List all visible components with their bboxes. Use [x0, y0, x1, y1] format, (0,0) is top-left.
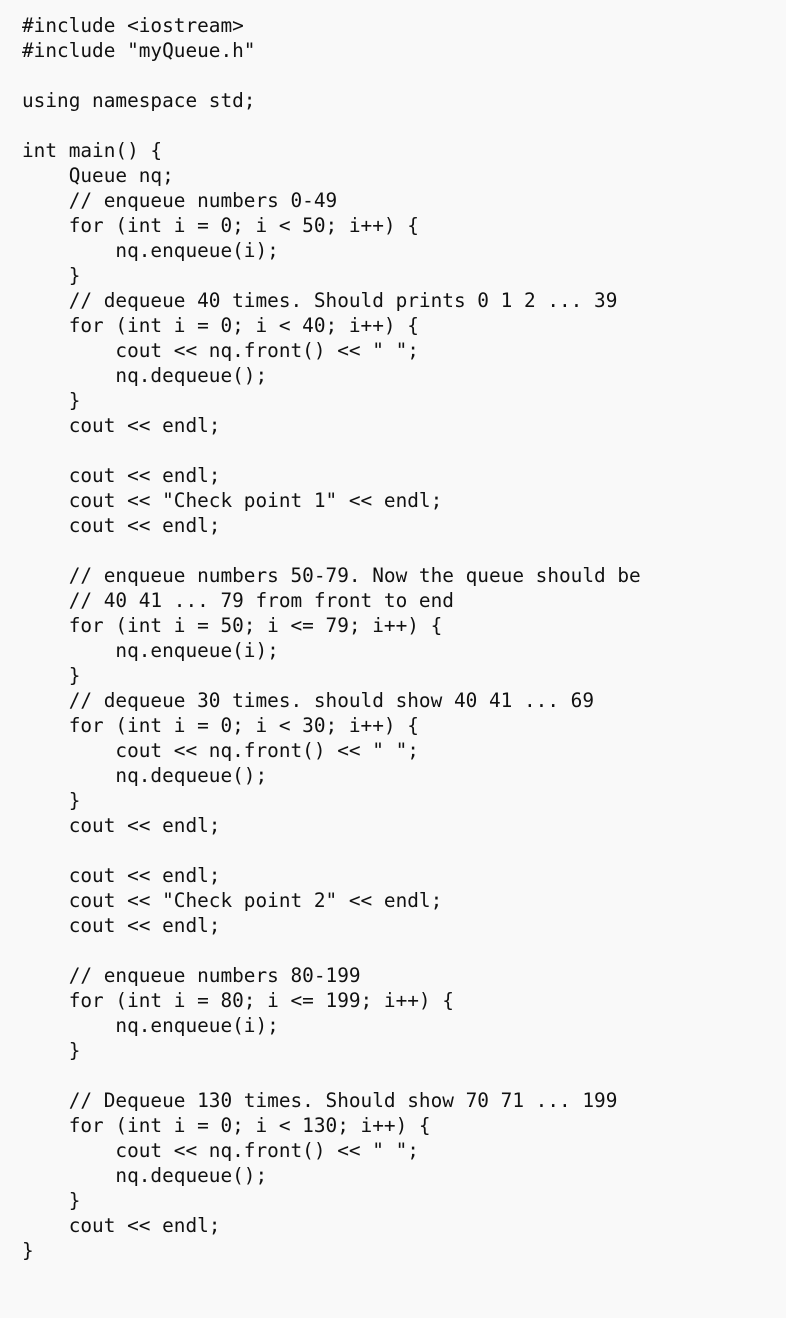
code-line: for (int i = 0; i < 40; i++) {	[22, 314, 419, 337]
code-line: cout << endl;	[22, 464, 221, 487]
code-line: for (int i = 0; i < 30; i++) {	[22, 714, 419, 737]
code-line: // enqueue numbers 50-79. Now the queue …	[22, 564, 641, 587]
code-line: using namespace std;	[22, 89, 256, 112]
code-line: // dequeue 30 times. should show 40 41 .…	[22, 689, 595, 712]
code-line: }	[22, 789, 81, 812]
code-line	[22, 63, 786, 88]
code-line: nq.enqueue(i);	[22, 239, 279, 262]
code-line: for (int i = 0; i < 50; i++) {	[22, 214, 419, 237]
code-line: cout << endl;	[22, 864, 221, 887]
code-line: cout << endl;	[22, 414, 221, 437]
code-line: }	[22, 1039, 81, 1062]
code-line: }	[22, 389, 81, 412]
code-line	[22, 538, 786, 563]
code-line: cout << endl;	[22, 814, 221, 837]
code-line	[22, 838, 786, 863]
code-line	[22, 438, 786, 463]
code-line: Queue nq;	[22, 164, 174, 187]
code-line: nq.dequeue();	[22, 764, 268, 787]
code-line: nq.enqueue(i);	[22, 1014, 279, 1037]
code-block: #include <iostream>#include "myQueue.h" u…	[22, 13, 786, 1263]
code-line: #include <iostream>	[22, 14, 244, 37]
code-line: }	[22, 1189, 81, 1212]
code-line: for (int i = 50; i <= 79; i++) {	[22, 614, 443, 637]
code-line: cout << nq.front() << " ";	[22, 339, 419, 362]
code-line: // enqueue numbers 0-49	[22, 189, 338, 212]
code-line: cout << nq.front() << " ";	[22, 739, 419, 762]
code-line: // dequeue 40 times. Should prints 0 1 2…	[22, 289, 618, 312]
code-line	[22, 113, 786, 138]
code-line: nq.dequeue();	[22, 364, 268, 387]
code-line: cout << "Check point 2" << endl;	[22, 889, 443, 912]
code-line: cout << nq.front() << " ";	[22, 1139, 419, 1162]
code-line: cout << endl;	[22, 514, 221, 537]
code-line	[22, 938, 786, 963]
code-line: // enqueue numbers 80-199	[22, 964, 361, 987]
code-line: cout << "Check point 1" << endl;	[22, 489, 443, 512]
code-line: nq.enqueue(i);	[22, 639, 279, 662]
code-line: }	[22, 1239, 34, 1262]
code-line	[22, 1063, 786, 1088]
code-line: cout << endl;	[22, 1214, 221, 1237]
code-line: for (int i = 0; i < 130; i++) {	[22, 1114, 431, 1137]
code-line: cout << endl;	[22, 914, 221, 937]
code-line: for (int i = 80; i <= 199; i++) {	[22, 989, 454, 1012]
code-line: #include "myQueue.h"	[22, 39, 256, 62]
code-line: // 40 41 ... 79 from front to end	[22, 589, 454, 612]
code-line: // Dequeue 130 times. Should show 70 71 …	[22, 1089, 618, 1112]
code-line: }	[22, 264, 81, 287]
code-line: int main() {	[22, 139, 163, 162]
code-line: }	[22, 664, 81, 687]
code-line: nq.dequeue();	[22, 1164, 268, 1187]
